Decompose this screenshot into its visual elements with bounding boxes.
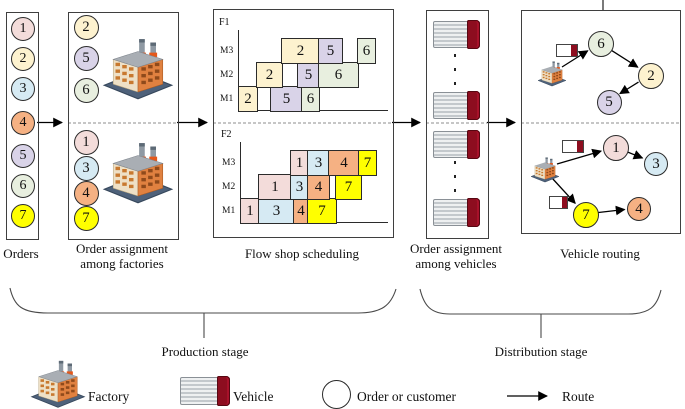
routing-node-7: 7	[573, 202, 599, 228]
order-circle-4: 4	[11, 111, 35, 135]
gantt-block-F2-M1-job1: 1	[240, 198, 260, 224]
order-circle-1: 1	[73, 129, 99, 155]
factory-assignment-caption: Order assignment among factories	[76, 241, 168, 271]
mini-truck-icon	[562, 140, 584, 153]
mini-truck-icon	[549, 196, 568, 209]
factory-icon	[530, 157, 560, 183]
flow-shop-panel	[213, 9, 394, 238]
factory-icon	[102, 142, 174, 205]
gantt-block-F1-M3-job2: 2	[281, 38, 320, 64]
gantt-block-F1-M1-job5: 5	[270, 86, 303, 112]
vehicle-icon	[180, 376, 230, 406]
factory-icon	[30, 360, 86, 409]
factory-assignment-caption-line1: Order assignment	[75, 241, 169, 256]
gantt-block-F1-M3-job5: 5	[318, 38, 343, 64]
vehicle-assignment-caption-line2: among vehicles	[415, 256, 497, 271]
gantt-y-axis-F2	[240, 142, 241, 222]
vehicle-assignment-caption-line1: Order assignment	[409, 241, 503, 256]
gantt-block-F2-M2-job1: 1	[258, 174, 292, 200]
gantt-factory-label-F1: F1	[219, 17, 230, 28]
gantt-block-F1-M2-job5: 5	[297, 62, 320, 88]
distribution-stage-brace	[419, 288, 662, 338]
gantt-block-F2-M3-job1: 1	[290, 150, 309, 176]
gantt-block-F2-M3-job3: 3	[307, 150, 330, 176]
order-circle-3: 3	[11, 77, 35, 101]
order-circle-5: 5	[73, 45, 99, 71]
flow-shop-caption: Flow shop scheduling	[244, 246, 360, 261]
gantt-machine-label-F1-M2: M2	[220, 70, 234, 80]
factory-icon	[102, 38, 174, 101]
gantt-block-F2-M2-job7: 7	[335, 174, 362, 200]
legend-order-label: Order or customer	[357, 389, 456, 404]
vehicle-assignment-caption: Order assignment among vehicles	[410, 241, 502, 271]
factory-assignment-panel	[68, 12, 179, 240]
legend-route-label: Route	[562, 389, 595, 404]
vehicle-routing-caption: Vehicle routing	[560, 246, 640, 261]
orders-caption: Orders	[3, 246, 39, 261]
vehicle-routing-panel	[521, 10, 681, 234]
legend-factory-label: Factory	[88, 389, 130, 404]
production-stage-brace	[9, 287, 397, 338]
order-circle-2: 2	[73, 14, 99, 40]
ellipsis-dot	[454, 68, 456, 71]
routing-node-2: 2	[638, 63, 664, 89]
ellipsis-dot	[454, 161, 456, 164]
vehicle-icon-3	[433, 130, 480, 159]
routing-node-3: 3	[644, 152, 668, 176]
routing-node-4: 4	[627, 197, 651, 221]
ellipsis-dot	[454, 189, 456, 192]
gantt-factory-label-F2: F2	[221, 129, 232, 140]
order-circle-1: 1	[11, 17, 35, 41]
factory-assignment-caption-line2: among factories	[80, 256, 164, 271]
gantt-block-F1-M2-job2: 2	[256, 62, 283, 88]
production-stage-label: Production stage	[161, 344, 249, 359]
gantt-block-F2-M1-job3: 3	[258, 198, 295, 224]
gantt-block-F1-M1-job6: 6	[301, 86, 320, 112]
gantt-machine-label-F1-M1: M1	[220, 94, 234, 104]
factory-icon	[537, 61, 567, 87]
order-circle-3: 3	[73, 155, 99, 181]
order-circle-6: 6	[11, 174, 35, 198]
order-circle-7: 7	[11, 204, 35, 228]
ellipsis-dot	[454, 82, 456, 85]
gantt-block-F2-M3-job4: 4	[328, 150, 360, 176]
routing-node-6: 6	[588, 31, 614, 57]
order-circle-7: 7	[73, 205, 99, 231]
gantt-machine-label-F2-M3: M3	[222, 158, 236, 168]
order-circle-4: 4	[73, 180, 99, 206]
routing-node-5: 5	[596, 89, 622, 115]
distribution-stage-label: Distribution stage	[494, 344, 588, 359]
vehicle-icon-1	[433, 20, 480, 49]
orders-panel	[6, 12, 39, 240]
gantt-y-axis-F1	[238, 30, 239, 110]
vehicle-assignment-panel	[426, 10, 489, 239]
legend-vehicle-label: Vehicle	[233, 389, 274, 404]
gantt-block-F2-M3-job7: 7	[358, 150, 377, 176]
gantt-block-F2-M2-job4: 4	[307, 174, 330, 200]
gantt-machine-label-F2-M1: M1	[222, 206, 236, 216]
order-circle-icon	[322, 380, 351, 409]
routing-node-1: 1	[603, 135, 629, 161]
order-circle-2: 2	[11, 47, 35, 71]
mini-truck-icon	[556, 44, 578, 57]
gantt-block-F1-M1-job2: 2	[238, 86, 258, 112]
ellipsis-dot	[454, 175, 456, 178]
gantt-block-F1-M2-job6: 6	[318, 62, 359, 88]
order-circle-5: 5	[11, 144, 35, 168]
gantt-block-F2-M1-job7: 7	[307, 198, 337, 224]
gantt-block-F1-M3-job6: 6	[357, 38, 376, 64]
gantt-machine-label-F2-M2: M2	[222, 182, 236, 192]
ellipsis-dot	[454, 54, 456, 57]
vehicle-icon-2	[433, 91, 480, 120]
vehicle-icon-4	[433, 198, 480, 227]
order-circle-6: 6	[73, 77, 99, 103]
gantt-machine-label-F1-M3: M3	[220, 46, 234, 56]
